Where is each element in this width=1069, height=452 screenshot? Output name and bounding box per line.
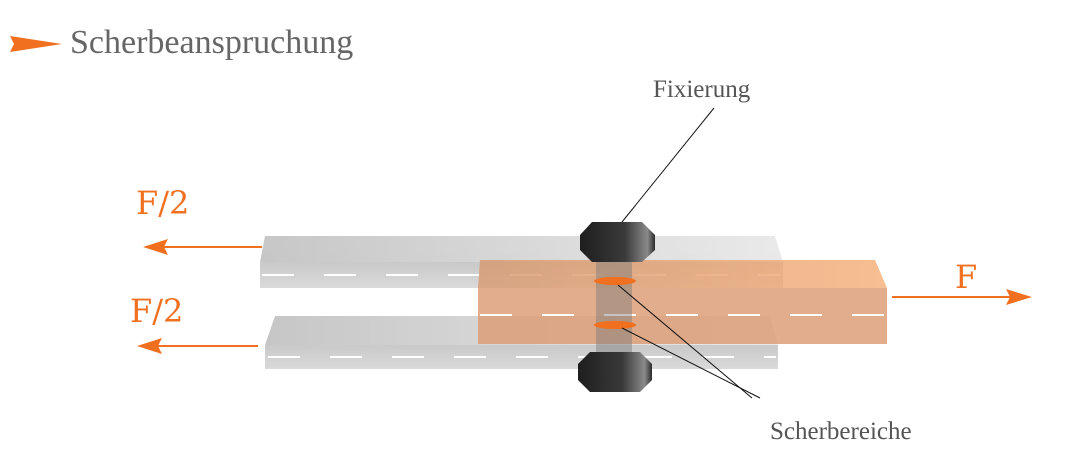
label-force-bottom: F/2 bbox=[130, 292, 184, 330]
label-force-top: F/2 bbox=[136, 184, 190, 222]
label-scherbereiche: Scherbereiche bbox=[770, 418, 912, 445]
force-arrow-bottom bbox=[137, 338, 258, 354]
middle-bar bbox=[478, 260, 887, 344]
title-arrow-icon bbox=[10, 36, 62, 52]
label-fixierung: Fixierung bbox=[653, 76, 751, 103]
bolt-fixing bbox=[578, 222, 655, 392]
label-force-right: F bbox=[955, 258, 978, 296]
shear-zone-lower bbox=[594, 321, 636, 329]
leader-line-scher-2 bbox=[621, 327, 761, 399]
leader-line-fixierung bbox=[621, 107, 715, 223]
force-arrow-top bbox=[143, 239, 262, 255]
page-title: Scherbeanspruchung bbox=[70, 24, 354, 61]
force-arrow-right bbox=[892, 289, 1032, 305]
leader-line-scher-1 bbox=[617, 284, 753, 399]
shear-zone-upper bbox=[594, 277, 636, 285]
